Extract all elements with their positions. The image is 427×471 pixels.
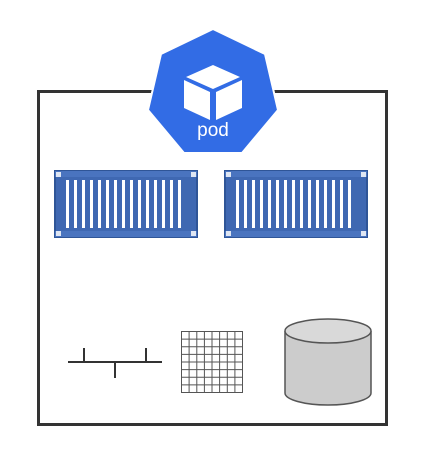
pod-label: pod [197,120,229,141]
shipping-container-icon [224,170,368,238]
container-1 [54,170,198,238]
network-resource [66,344,164,380]
shipping-container-icon [54,170,198,238]
grid-icon [181,331,243,393]
container-2 [224,170,368,238]
storage-volume-resource [282,317,374,407]
storage-volume-icon [284,318,372,406]
grid-resource [180,330,244,394]
cube-icon [184,65,242,120]
pod-badge: pod [146,27,280,155]
network-icon [68,348,162,378]
pod-heptagon [146,27,280,154]
